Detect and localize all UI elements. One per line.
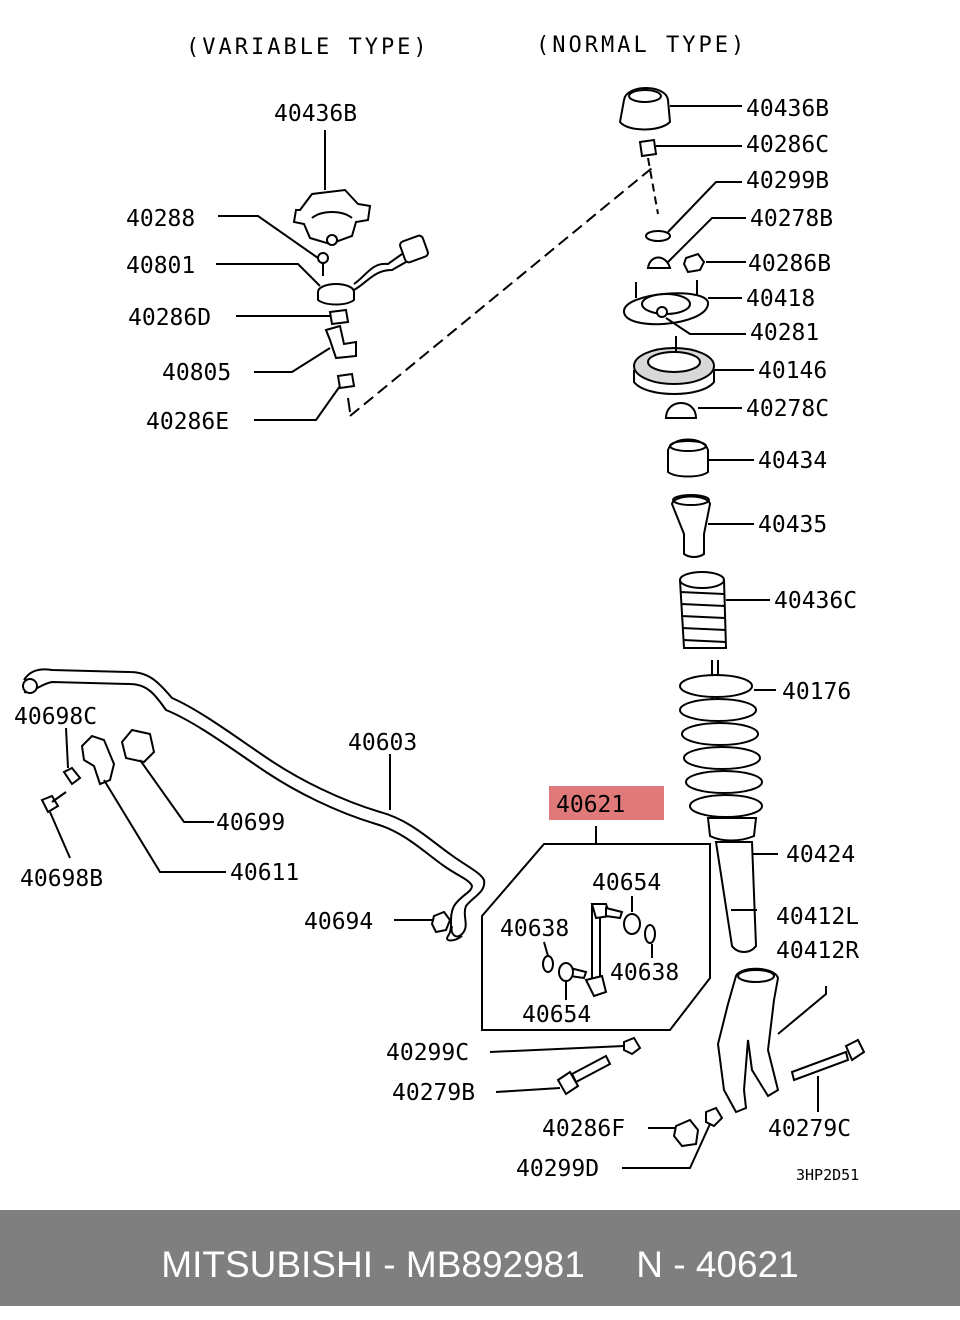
variable-actuator [317,234,429,306]
label-40412L: 40412L [776,904,859,930]
shock-absorber-40424 [714,841,758,953]
label-40436B-normal: 40436B [746,96,829,122]
label-40299B: 40299B [746,168,829,194]
upper-spring-seat-40418 [622,280,710,326]
nut-40286C [638,138,658,158]
label-40286E: 40286E [146,409,229,435]
label-40176: 40176 [782,679,851,705]
cup-40638-left [542,955,554,973]
exploded-view-drawing: (VARIABLE TYPE) (NORMAL TYPE) 40436B 402… [14,33,866,1184]
boot-40436C [678,571,728,649]
variable-normal-connector [349,167,653,417]
label-40286F: 40286F [542,1116,625,1142]
label-40288: 40288 [126,206,195,232]
bushing-40699 [120,728,156,764]
bump-stopper-40435 [670,494,712,558]
label-40436C: 40436C [774,588,857,614]
bushing-40278C [664,402,698,419]
label-40436B-variable: 40436B [274,101,357,127]
label-40603: 40603 [348,730,417,756]
label-40694: 40694 [304,909,373,935]
knuckle-40412 [716,967,780,1114]
label-40805: 40805 [162,360,231,386]
label-40299C: 40299C [386,1040,469,1066]
label-40278B: 40278B [750,206,833,232]
label-40801: 40801 [126,253,195,279]
bushing-40654-bottom [558,962,574,982]
label-40434: 40434 [758,448,827,474]
variable-upper-mount [292,130,372,246]
footer-bar: MITSUBISHI - MB892981 N - 40621 [0,1210,960,1306]
spring-pad-40146 [633,336,715,395]
label-40286C: 40286C [746,132,829,158]
normal-type-header: (NORMAL TYPE) [536,33,747,58]
label-40611: 40611 [230,860,299,886]
washer-40299B [645,230,671,242]
label-40435: 40435 [758,512,827,538]
label-40699: 40699 [216,810,285,836]
washer-40299D [705,1106,724,1128]
bolt-40279C [790,1038,866,1082]
bolt-40279B [556,1054,612,1096]
label-40286D: 40286D [128,305,211,331]
stabilizer-bar-40603 [22,668,486,942]
parts-diagram: (VARIABLE TYPE) (NORMAL TYPE) 40436B 402… [14,33,866,1184]
label-40286B: 40286B [748,251,831,277]
nut-40694 [430,910,452,934]
bushing-40278B [646,256,672,269]
label-40281: 40281 [750,320,819,346]
label-40698C: 40698C [14,704,97,730]
label-40418: 40418 [746,286,815,312]
label-40654-bottom: 40654 [522,1002,591,1028]
label-40278C: 40278C [746,396,829,422]
label-40638-right: 40638 [610,960,679,986]
label-40698B: 40698B [20,866,103,892]
label-40621: 40621 [556,792,625,818]
bushing-40654-top [623,913,641,935]
label-40412R: 40412R [776,938,859,964]
label-40299D: 40299D [516,1156,599,1182]
part-number-caption: MITSUBISHI - MB892981 N - 40621 [161,1244,799,1285]
label-40424: 40424 [786,842,855,868]
diagram-code: 3HP2D51 [796,1166,859,1184]
coil-spring-40176 [679,660,763,842]
washer-40299C [623,1036,642,1056]
link-group-outline [481,843,711,1031]
variable-type-header: (VARIABLE TYPE) [186,35,430,60]
highlight-box-40621 [549,786,664,820]
label-40146: 40146 [758,358,827,384]
cup-40638-right [644,924,656,944]
strut-insulator [618,87,672,131]
label-40279C: 40279C [768,1116,851,1142]
variable-nut-bracket [324,308,357,413]
bolts-40698 [40,766,82,814]
label-40638-left: 40638 [500,916,569,942]
bracket-40611 [80,734,116,786]
label-40279B: 40279B [392,1080,475,1106]
nut-40286F [672,1118,700,1148]
nut-40286B [682,252,706,274]
dust-cover-40434 [667,438,709,478]
label-40654-top: 40654 [592,870,661,896]
